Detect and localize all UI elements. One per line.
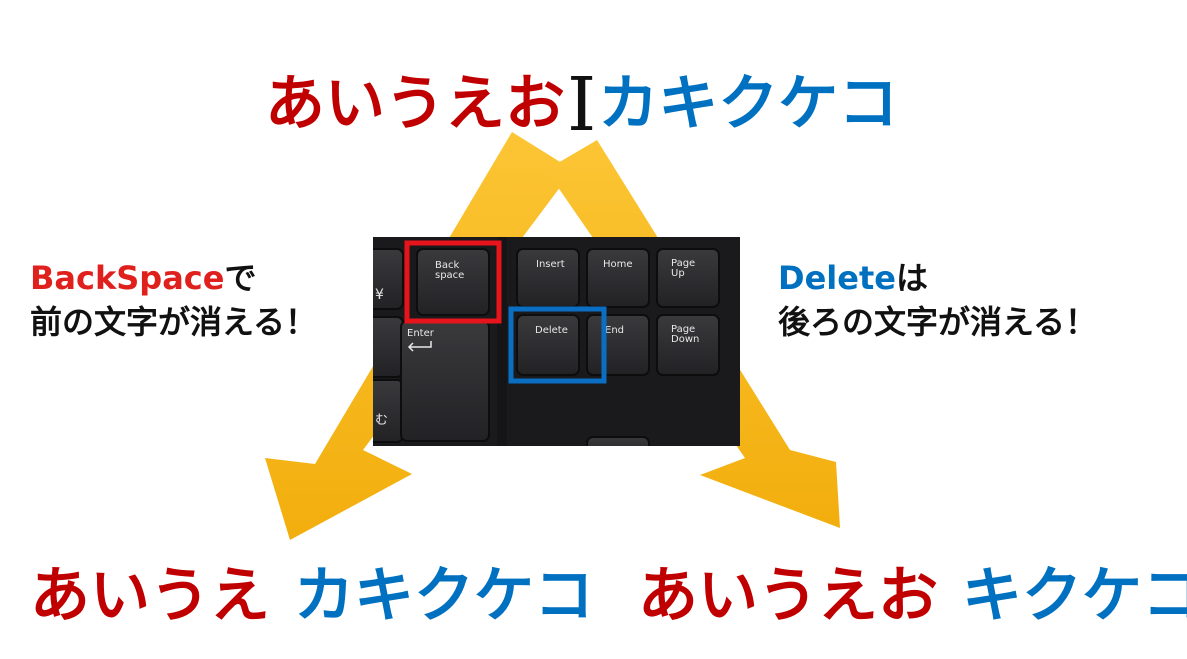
yen-key — [373, 248, 404, 310]
result-right: あいうえおキクケコ — [638, 566, 1187, 626]
pageup-key-label-line2: Up — [671, 268, 685, 279]
enter-key — [400, 320, 490, 442]
top-text-before-cursor: あいうえお — [265, 69, 565, 139]
insert-key-label: Insert — [536, 259, 565, 270]
backspace-key-label-line2: space — [435, 270, 464, 281]
pagedown-key-label-line1: Page — [671, 324, 695, 335]
text-cursor-icon: I — [567, 62, 597, 148]
left-key-lower — [373, 316, 404, 378]
backspace-caption-line2: 前の文字が消える！ — [30, 303, 318, 341]
result-right-red-part: あいうえお — [638, 561, 938, 631]
home-key-label: Home — [603, 259, 633, 270]
delete-key — [516, 314, 580, 376]
pagedown-key — [656, 314, 720, 376]
delete-caption-suffix: は — [895, 259, 928, 297]
keyboard-photo: ¥ む Back space Enter Insert Home Page Up… — [373, 237, 740, 446]
top-text: あいうえおIカキクケコ — [265, 62, 899, 142]
pageup-key-label-line1: Page — [671, 258, 695, 269]
insert-key — [516, 248, 580, 308]
arrow-key-partial — [586, 436, 650, 446]
delete-highlight-box — [508, 306, 607, 384]
end-key-label: End — [605, 325, 624, 336]
backspace-caption-suffix: で — [224, 259, 257, 297]
backspace-key — [416, 248, 490, 316]
top-text-after-cursor: カキクケコ — [598, 69, 899, 139]
backspace-caption: BackSpaceで 前の文字が消える！ — [30, 256, 317, 344]
home-key — [586, 248, 650, 308]
backspace-key-name: BackSpace — [30, 259, 225, 297]
backspace-caption-line1: BackSpaceで — [30, 256, 317, 300]
result-left-blue-part: カキクケコ — [294, 561, 594, 631]
result-left-red-part: あいうえ — [30, 561, 270, 631]
delete-caption-line2: 後ろの文字が消える！ — [778, 303, 1098, 341]
enter-arrow-icon — [407, 341, 432, 352]
backspace-key-label-line1: Back — [435, 260, 459, 271]
result-left: あいうえカキクケコ — [30, 566, 594, 626]
backspace-highlight-box — [404, 240, 502, 324]
delete-key-name: Delete — [778, 259, 896, 297]
result-right-blue-part: キクケコ — [962, 561, 1187, 631]
end-key — [586, 314, 650, 376]
yen-key-label: ¥ — [375, 287, 384, 303]
mu-key — [373, 379, 404, 443]
enter-key-label: Enter — [407, 328, 435, 339]
pageup-key — [656, 248, 720, 308]
pagedown-key-label-line2: Down — [671, 334, 699, 345]
delete-caption-line1: Deleteは — [778, 256, 1097, 300]
delete-caption: Deleteは 後ろの文字が消える！ — [778, 256, 1097, 344]
mu-key-label: む — [375, 413, 388, 428]
delete-key-label: Delete — [535, 325, 568, 336]
